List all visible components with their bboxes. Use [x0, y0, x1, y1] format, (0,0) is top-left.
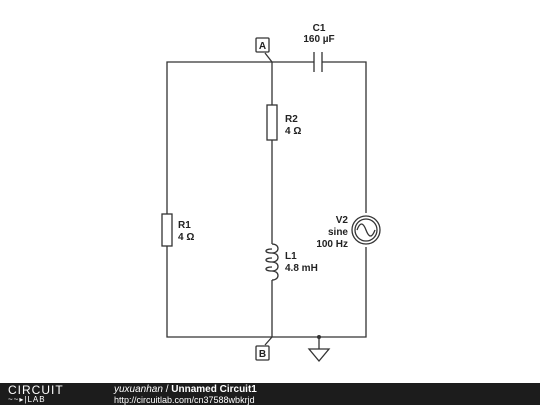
v2-type: sine — [328, 227, 348, 238]
footer-bar: CIRCUIT ~~▸|LAB yuxuanhan / Unnamed Circ… — [0, 383, 540, 405]
circuit-schematic: A B C1 160 µF R1 4 Ω R2 4 Ω L1 4.8 mH V2 — [161, 23, 381, 363]
r2-name: R2 — [285, 114, 298, 125]
l1-name: L1 — [285, 251, 297, 262]
r1-value: 4 Ω — [178, 232, 194, 243]
r1-name: R1 — [178, 220, 191, 231]
l1-value: 4.8 mH — [285, 263, 318, 274]
author-name[interactable]: yuxuanhan — [114, 384, 163, 395]
circuit-url[interactable]: http://circuitlab.com/cn37588wbkrjd — [114, 395, 255, 405]
node-b-label: B — [259, 349, 266, 360]
node-b[interactable]: B — [255, 336, 273, 361]
wire-bottom-left — [166, 246, 272, 338]
sine-wave-icon — [356, 223, 376, 237]
ground-icon[interactable] — [307, 348, 331, 363]
circuit-credit: yuxuanhan / Unnamed Circuit1 — [114, 385, 257, 395]
inductor-coil-icon — [265, 243, 279, 281]
c1-value: 160 µF — [303, 34, 334, 45]
node-a-label: A — [259, 41, 266, 52]
capacitor-c1[interactable]: C1 160 µF — [303, 23, 335, 72]
wire-v2-bottom — [272, 247, 367, 338]
wire-top-left — [166, 61, 272, 214]
logo-text-lab: ~~▸|LAB — [8, 395, 46, 404]
r2-value: 4 Ω — [285, 126, 301, 137]
logo-text-circuit: CIRCUIT — [8, 383, 64, 397]
resistor-r2[interactable]: R2 4 Ω — [266, 104, 301, 141]
v2-freq: 100 Hz — [316, 239, 348, 250]
voltage-source-v2[interactable]: V2 sine 100 Hz — [316, 215, 381, 250]
circuit-title[interactable]: Unnamed Circuit1 — [171, 384, 257, 395]
inductor-l1[interactable]: L1 4.8 mH — [265, 243, 318, 281]
resistor-r1[interactable]: R1 4 Ω — [161, 213, 194, 247]
c1-name: C1 — [313, 23, 326, 34]
circuitlab-logo[interactable]: CIRCUIT ~~▸|LAB — [8, 384, 108, 404]
wire-c1-right — [322, 61, 367, 213]
credit-separator: / — [162, 384, 172, 395]
v2-name: V2 — [336, 215, 349, 226]
wires — [166, 61, 367, 349]
junction-dot-ground — [317, 335, 321, 339]
logo-resistor-icon: ~~▸| — [8, 395, 28, 404]
node-a[interactable]: A — [255, 37, 273, 63]
